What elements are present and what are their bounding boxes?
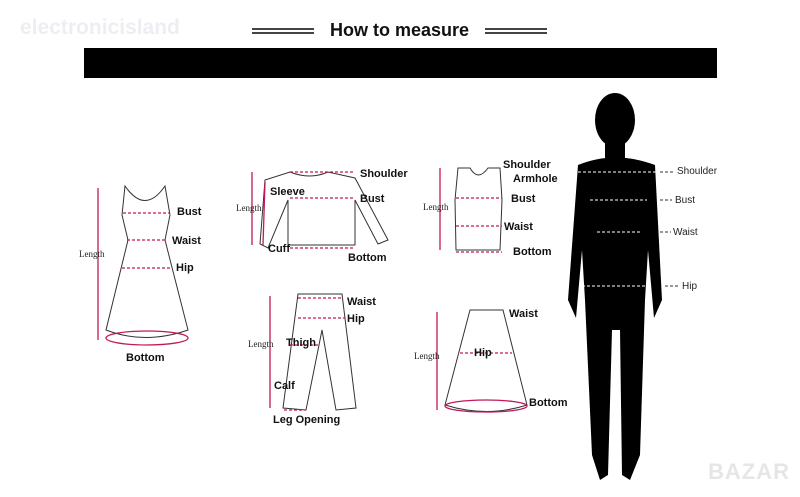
vest-bottom-label: Bottom [513, 246, 552, 258]
title-decoration-left [252, 28, 314, 34]
skirt-waist-label: Waist [509, 308, 538, 320]
pants-thigh-label: Thigh [286, 337, 316, 349]
top-length-label: Length [236, 203, 262, 213]
dress-outline [105, 184, 189, 338]
dress-waist-label: Waist [172, 235, 201, 247]
top-outline [259, 171, 389, 249]
pants-hip-label: Hip [347, 313, 365, 325]
vest-armhole-label: Armhole [513, 173, 558, 185]
title-decoration-right [485, 28, 547, 34]
skirt-length-label: Length [414, 351, 440, 361]
vest-outline [454, 167, 503, 251]
pants-leg-opening-label: Leg Opening [273, 414, 341, 426]
page-title: How to measure [330, 20, 470, 40]
dress-bottom-line [105, 330, 189, 346]
vest-waist-label: Waist [504, 221, 533, 233]
body-hip-label: Hip [682, 281, 698, 292]
skirt-hip-label: Hip [474, 347, 492, 359]
dress-hip-label: Hip [176, 262, 194, 274]
skirt-outline [444, 309, 528, 412]
top-sleeve-label: Sleeve [270, 186, 305, 198]
dress-bottom-label: Bottom [126, 352, 165, 364]
top-sleeve-line [262, 181, 266, 246]
dress-length-label: Length [79, 249, 105, 259]
body-waist-label: Waist [673, 227, 698, 238]
vest-bust-label: Bust [511, 193, 536, 205]
dress-bust-label: Bust [177, 206, 202, 218]
skirt-bottom-label: Bottom [529, 397, 568, 409]
bazar-watermark: BAZAR [708, 459, 790, 484]
body-shoulder-label: Shoulder [677, 166, 718, 177]
vest-shoulder-label: Shoulder [503, 159, 551, 171]
body-bust-label: Bust [675, 195, 696, 206]
top-bust-label: Bust [360, 193, 385, 205]
black-banner [84, 48, 717, 78]
pants-outline [282, 293, 357, 411]
vest-length-label: Length [423, 202, 449, 212]
pants-length-label: Length [248, 339, 274, 349]
skirt-bottom-line [444, 399, 528, 413]
top-cuff-label: Cuff [268, 243, 290, 255]
pants-calf-label: Calf [274, 380, 295, 392]
top-bottom-label: Bottom [348, 252, 387, 264]
body-silhouette [568, 93, 662, 480]
pants-waist-label: Waist [347, 296, 376, 308]
top-shoulder-label: Shoulder [360, 168, 408, 180]
watermark: electronicisland [20, 16, 180, 39]
